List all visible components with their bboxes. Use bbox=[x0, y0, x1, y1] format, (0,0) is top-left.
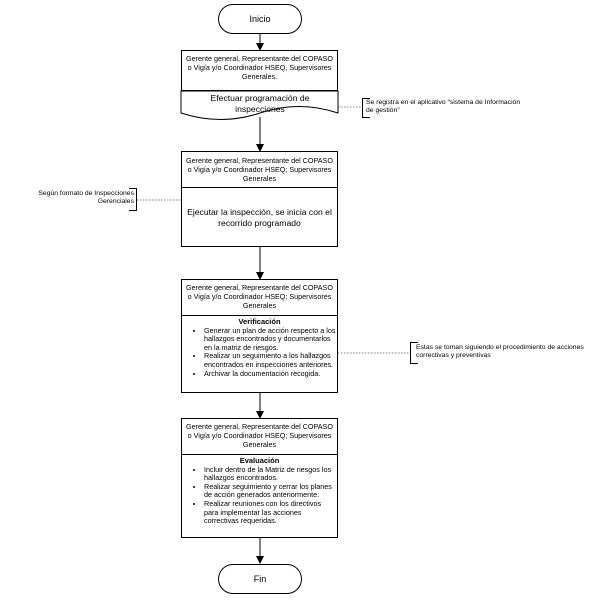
note1-bracket bbox=[362, 98, 370, 118]
step4-item: Realizar seguimiento y cerrar los planes… bbox=[204, 482, 337, 500]
step3-section: Verificación Generar un plan de acción r… bbox=[182, 316, 337, 378]
start-label: Inicio bbox=[249, 14, 271, 24]
step1-action: Efectuar programación de inspecciones bbox=[210, 93, 310, 114]
start-terminal: Inicio bbox=[218, 4, 302, 34]
step3-item: Archivar la documentación recogida. bbox=[204, 369, 337, 379]
step2-action: Ejecutar la inspección, se inicia con el… bbox=[187, 207, 332, 228]
step4-section: Evaluación Incluir dentro de la Matriz d… bbox=[182, 455, 337, 526]
note2-text: Según formato de Inspecciones Gerenciale… bbox=[38, 190, 134, 206]
step1-role-box: Gerente general, Representante del COPAS… bbox=[181, 50, 338, 91]
note1-text: Se registra en el aplicativo “sistema de… bbox=[366, 99, 521, 115]
step3-role: Gerente general, Representante del COPAS… bbox=[182, 280, 337, 316]
note2-bracket bbox=[129, 188, 137, 211]
step3-box: Gerente general, Representante del COPAS… bbox=[181, 279, 338, 393]
end-terminal: Fin bbox=[218, 564, 302, 594]
step2-role: Gerente general, Representante del COPAS… bbox=[182, 152, 337, 188]
note3-bracket bbox=[410, 342, 418, 364]
step4-box: Gerente general, Representante del COPAS… bbox=[181, 418, 338, 538]
step3-item: Realizar un seguimiento a los hallazgos … bbox=[204, 352, 337, 369]
document-shape-step1 bbox=[180, 90, 339, 120]
step3-item: Generar un plan de acción respecto a los… bbox=[204, 326, 337, 353]
step3-title: Verificación bbox=[238, 317, 281, 326]
step3-list: Generar un plan de acción respecto a los… bbox=[182, 326, 337, 379]
step4-item: Incluir dentro de la Matriz de riesgos l… bbox=[204, 465, 337, 483]
step2-box: Gerente general, Representante del COPAS… bbox=[181, 151, 338, 247]
end-label: Fin bbox=[253, 574, 267, 584]
step4-item: Realizar reuniones con los directivos pa… bbox=[204, 499, 337, 526]
note3-text: Estas se toman siguiendo el procedimient… bbox=[416, 344, 584, 360]
step4-role: Gerente general, Representante del COPAS… bbox=[182, 419, 337, 455]
step1-role: Gerente general, Representante del COPAS… bbox=[186, 54, 333, 81]
step4-list: Incluir dentro de la Matriz de riesgos l… bbox=[182, 465, 337, 526]
step4-title: Evaluación bbox=[239, 456, 280, 465]
